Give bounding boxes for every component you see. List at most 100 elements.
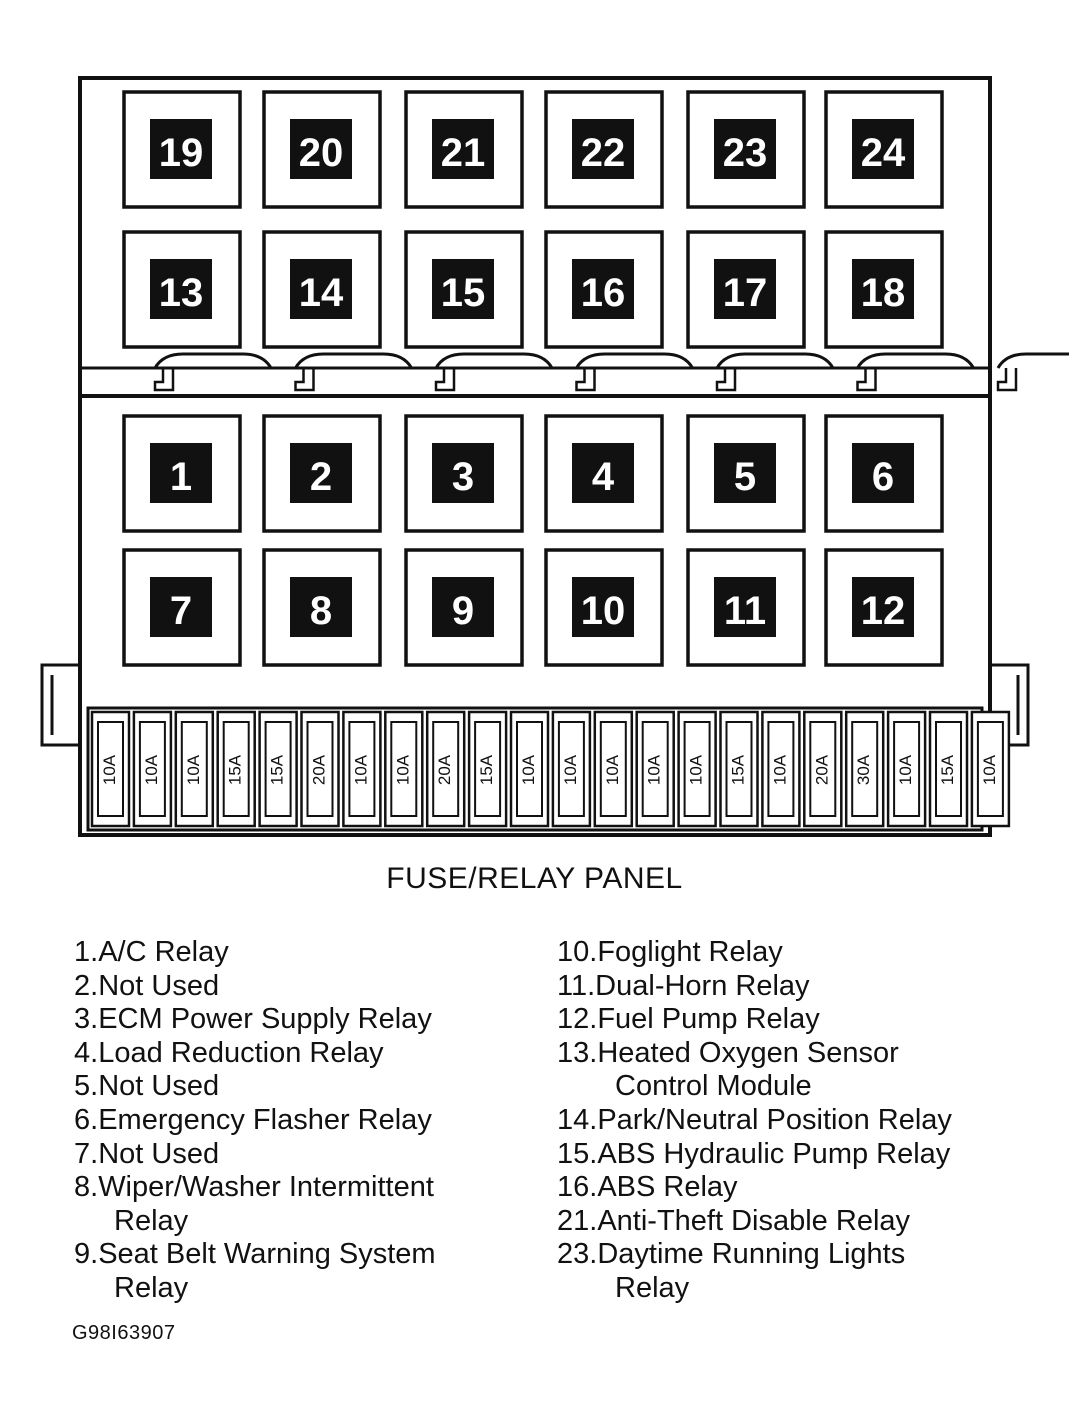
- relay-label-box: [432, 259, 494, 319]
- relay-slot-21: 21: [404, 90, 524, 209]
- fuse-13: 10A: [593, 710, 634, 828]
- legend-item: 10. Foglight Relay: [557, 936, 952, 970]
- relay-label-box: [852, 577, 914, 637]
- legend-item: 23. Daytime Running Lights: [557, 1238, 952, 1272]
- relay-slot-13: 13: [122, 230, 242, 349]
- fuse-rating: 20A: [309, 754, 328, 785]
- relay-slot-7: 7: [122, 548, 242, 667]
- relay-number: 22: [581, 131, 626, 175]
- legend-item: 12. Fuel Pump Relay: [557, 1003, 952, 1037]
- relay-label-box: [852, 119, 914, 179]
- fuse-11: 10A: [509, 710, 550, 828]
- legend-text: A/C Relay: [98, 936, 229, 968]
- fuse-rating: 20A: [435, 754, 454, 785]
- legend-text: Anti-Theft Disable Relay: [597, 1204, 911, 1237]
- relay-number: 23: [723, 131, 768, 175]
- relay-number: 15: [441, 271, 486, 315]
- legend-number: 13.: [557, 1036, 598, 1069]
- relay-label-box: [714, 259, 776, 319]
- legend-number: 4.: [74, 1036, 99, 1069]
- relay-label-box: [150, 259, 212, 319]
- legend-item: 7. Not Used: [74, 1138, 436, 1172]
- relay-slot-8: 8: [262, 548, 382, 667]
- relay-label-box: [714, 577, 776, 637]
- relay-slot-19: 19: [122, 90, 242, 209]
- relay-number: 4: [592, 455, 615, 499]
- legend-text: Emergency Flasher Relay: [98, 1103, 432, 1136]
- relay-slot-16: 16: [544, 230, 664, 349]
- fuse-6: 20A: [300, 710, 340, 828]
- relay-label-box: [852, 443, 914, 503]
- relay-label-box: [432, 443, 494, 503]
- relay-slot-17: 17: [686, 230, 806, 349]
- relay-label-box: [290, 577, 352, 637]
- relay-number: 13: [159, 271, 204, 315]
- relay-slot-5: 5: [686, 414, 806, 533]
- legend-text-continued: Relay: [114, 1271, 189, 1304]
- legend-number: 3.: [74, 1003, 99, 1036]
- fuse-3: 10A: [174, 710, 215, 828]
- legend-item: 11. Dual-Horn Relay: [557, 970, 952, 1004]
- figure-code: G98I63907: [72, 1322, 176, 1344]
- legend-item: 5. Not Used: [74, 1070, 436, 1104]
- relay-slot-24: 24: [824, 90, 944, 209]
- relay-number: 10: [581, 589, 626, 633]
- legend-number: 11.: [557, 969, 596, 1002]
- fuse-8: 10A: [384, 710, 424, 828]
- legend-text: Load Reduction Relay: [98, 1036, 384, 1069]
- legend-item: 13. Heated Oxygen Sensor: [557, 1037, 952, 1071]
- legend-text: Foglight Relay: [597, 936, 783, 968]
- fuse-17: 10A: [761, 710, 801, 828]
- fuse-rating: 10A: [770, 754, 789, 785]
- fuse-rating: 10A: [142, 754, 161, 785]
- relay-number: 3: [452, 455, 474, 499]
- legend-item: 6. Emergency Flasher Relay: [74, 1104, 436, 1138]
- legend-number: 15.: [557, 1137, 598, 1170]
- relay-label-box: [150, 443, 212, 503]
- legend-number: 8.: [74, 1171, 99, 1204]
- legend-text: ABS Hydraulic Pump Relay: [597, 1137, 951, 1170]
- relay-number: 14: [299, 271, 344, 315]
- fuse-rating: 10A: [100, 754, 119, 785]
- legend-text: ABS Relay: [597, 1171, 738, 1204]
- legend-text: Wiper/Washer Intermittent: [98, 1171, 434, 1204]
- relay-label-box: [290, 119, 352, 179]
- relay-slot-10: 10: [544, 548, 664, 667]
- relay-slot-3: 3: [404, 414, 524, 533]
- legend-text: Heated Oxygen Sensor: [597, 1036, 899, 1069]
- relay-label-box: [572, 119, 634, 179]
- relay-slot-23: 23: [686, 90, 806, 209]
- legend-number: 2.: [74, 969, 99, 1002]
- relay-number: 18: [861, 271, 906, 315]
- fuse-rating: 10A: [184, 754, 203, 785]
- relay-slot-15: 15: [404, 230, 524, 349]
- fuse-21: 15A: [928, 710, 969, 828]
- fuse-rating: 10A: [980, 754, 999, 785]
- legend-number: 6.: [74, 1103, 99, 1136]
- fuse-rating: 10A: [896, 754, 915, 785]
- relay-number: 6: [872, 455, 894, 499]
- fuse-20: 10A: [886, 710, 927, 828]
- relay-number: 24: [861, 131, 906, 175]
- relay-slot-12: 12: [824, 548, 944, 667]
- legend-text: Not Used: [98, 1137, 220, 1170]
- legend-number: 16.: [557, 1171, 598, 1204]
- fuse-19: 30A: [844, 710, 885, 828]
- legend-item: 16. ABS Relay: [557, 1171, 952, 1205]
- legend-item: 21. Anti-Theft Disable Relay: [557, 1205, 952, 1239]
- legend-number: 9.: [74, 1238, 99, 1271]
- legend-text: Park/Neutral Position Relay: [597, 1103, 952, 1136]
- legend-text-continued: Control Module: [615, 1070, 812, 1103]
- relay-label-box: [714, 119, 776, 179]
- legend-item: 15. ABS Hydraulic Pump Relay: [557, 1138, 952, 1172]
- legend-text: Seat Belt Warning System: [98, 1238, 436, 1271]
- relay-label-box: [572, 577, 634, 637]
- legend-number: 12.: [557, 1003, 598, 1036]
- fuse-1: 10A: [90, 710, 131, 828]
- legend-text-continued: Relay: [615, 1271, 690, 1304]
- relay-slot-22: 22: [544, 90, 664, 209]
